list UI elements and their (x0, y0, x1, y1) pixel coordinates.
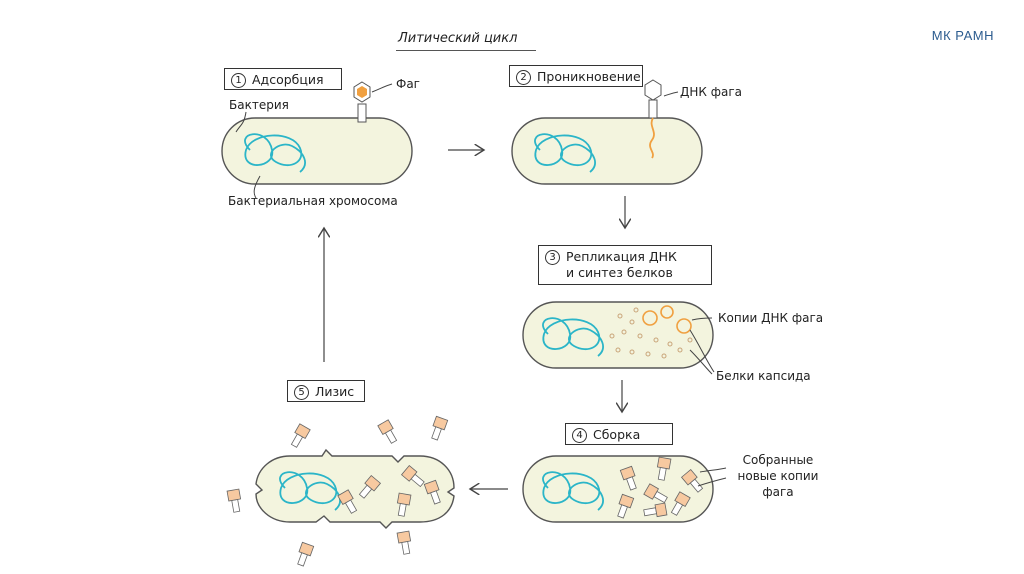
label-chromosome: Бактериальная хромосома (228, 194, 398, 208)
phage-icon (644, 79, 662, 119)
cell-penetration (511, 79, 703, 185)
phage-icon (353, 81, 371, 123)
step-number: 3 (545, 250, 560, 265)
released-phages (226, 415, 449, 567)
phage-dna (649, 117, 655, 159)
label-assembled-line3: фага (762, 485, 794, 499)
label-assembled-phages: Собранные новые копии фага (730, 452, 826, 500)
label-dna-copies: Копии ДНК фага (718, 311, 824, 325)
step-number: 2 (516, 70, 531, 85)
cell-adsorption (221, 81, 413, 199)
title-underline (396, 50, 536, 51)
step-box-penetration: 2 Проникновение (509, 65, 643, 87)
step-label: Проникновение (537, 69, 641, 84)
label-phage: Фаг (396, 77, 420, 91)
label-bacterium: Бактерия (229, 98, 289, 112)
step-label-line2: и синтез белков (566, 265, 673, 280)
step-box-assembly: 4 Сборка (565, 423, 673, 445)
bacterial-chromosome (244, 133, 306, 173)
label-phage-dna: ДНК фага (680, 85, 743, 99)
step-number: 4 (572, 428, 587, 443)
cell-assembly (522, 455, 727, 523)
diagram-title: Литический цикл (398, 31, 518, 46)
cell-replication (522, 301, 715, 375)
step-number: 5 (294, 385, 309, 400)
assembled-phages (617, 456, 704, 519)
step-box-lysis: 5 Лизис (287, 380, 365, 402)
step-label: Сборка (593, 427, 641, 442)
step-box-adsorption: 1 Адсорбция (224, 68, 342, 90)
step-box-replication: 3 Репликация ДНК и синтез белков (538, 245, 712, 285)
brand-label: МК РАМН (931, 28, 994, 43)
step-number: 1 (231, 73, 246, 88)
cell-lysis (226, 415, 455, 567)
label-capsid-proteins: Белки капсида (716, 369, 811, 383)
step-label: Лизис (315, 384, 355, 399)
label-assembled-line2: новые копии (737, 469, 819, 483)
label-assembled-line1: Собранные (742, 453, 814, 467)
step-label: Репликация ДНК (566, 249, 677, 264)
step-label: Адсорбция (252, 72, 324, 87)
